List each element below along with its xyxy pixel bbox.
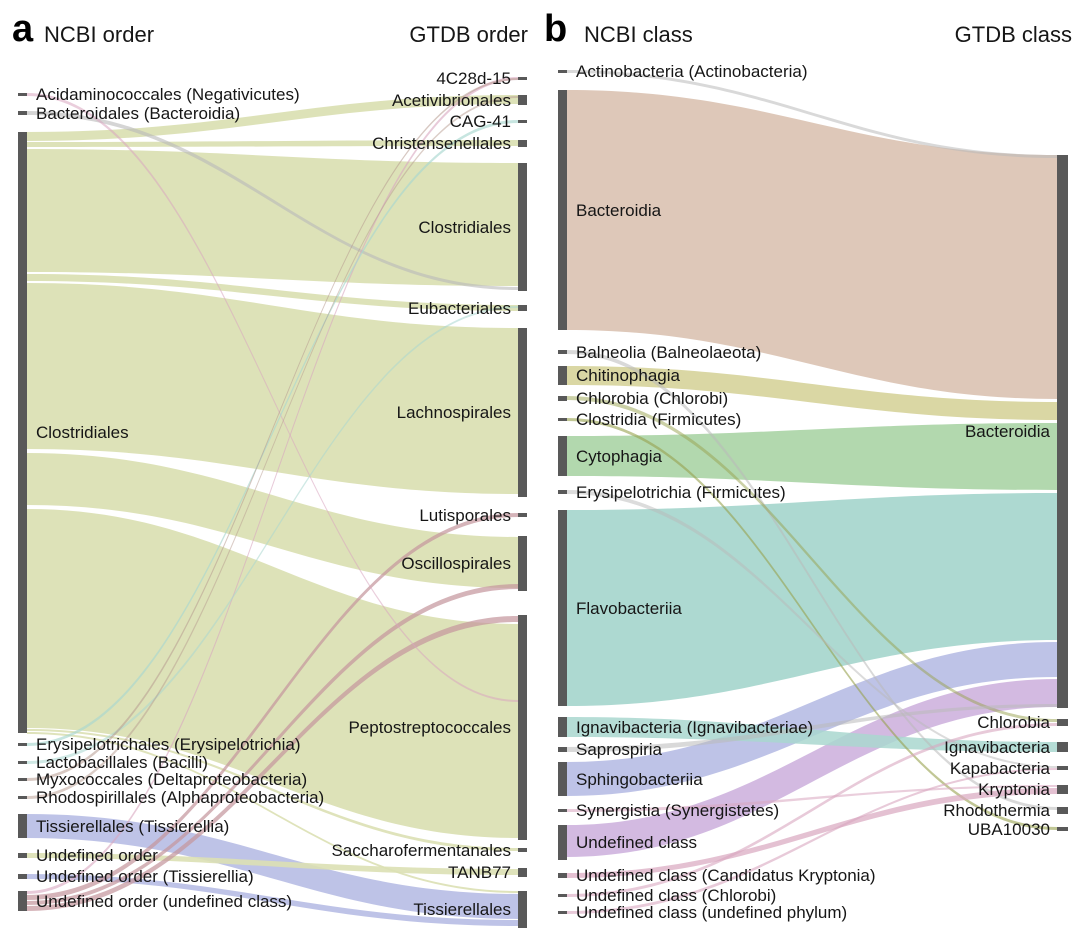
panel-b-letter: b [544,8,568,50]
node-left-tissierellales-tissierellia [18,814,27,838]
node-left-undefined-order-tissierellia [18,874,27,879]
flow-clostridia-firmicutes-to-uba10030 [567,418,1057,830]
flow-clostridiales-to-peptostreptococcales [27,509,518,838]
flow-undefined-order-undefined-class-to-4c28d-15 [27,77,518,894]
panel-b-right-header: GTDB class [954,22,1072,47]
node-right-christensenellales [518,140,527,147]
node-right-lachnospirales [518,328,527,497]
node-right-acetivibrionales [518,95,527,105]
node-right-lutisporales [518,513,527,517]
node-right-peptostreptococcales [518,615,527,840]
node-left-undefined-class-undefined-phylum [558,911,567,914]
panel-a-left-header: NCBI order [44,22,155,47]
node-right-tanb77 [518,868,527,877]
flow-undefined-class-to-bacteroidia [567,679,1057,857]
node-left-clostridiales [18,132,27,733]
flow-synergistia-synergistetes-to-kryptonia [567,785,1057,812]
node-left-bacteroidia [558,90,567,330]
flow-erysipelotrichales-erysipelotrichia-to-cag-41 [27,120,518,746]
flow-clostridiales-to-christensenellales [27,140,518,147]
flow-chitinophagia-to-bacteroidia [567,366,1057,420]
flow-ignavibacteria-ignavibacteriae-to-ignavibacteria [567,717,1057,752]
node-right-rhodothermia [1057,807,1068,814]
node-right-kryptonia [1057,785,1068,794]
flow-myxococcales-deltaproteobacteria-to-4c28d-15 [27,78,518,781]
node-left-clostridia-firmicutes [558,418,567,421]
flow-cytophagia-to-bacteroidia [567,423,1057,490]
node-right-bacteroidia [1057,155,1068,708]
node-left-chlorobia-chlorobi [558,396,567,401]
node-left-rhodospirillales-alphaproteobacteria [18,796,27,799]
panel-a-letter: a [12,8,34,50]
node-left-saprospiria [558,747,567,752]
flow-clostridiales-to-tissierellales [27,732,518,893]
flow-balneolia-balneolaeota-to-rhodothermia [567,350,1057,810]
node-left-ignavibacteria-ignavibacteriae [558,717,567,737]
flow-bacteroidia-to-bacteroidia [567,90,1057,399]
node-left-erysipelotrichia-firmicutes [558,490,567,494]
flow-acidaminococcales-negativicutes-to-peptostreptococcales [27,93,518,702]
node-left-synergistia-synergistetes [558,809,567,812]
node-left-myxococcales-deltaproteobacteria [18,778,27,781]
panel-b-left-header: NCBI class [584,22,693,47]
node-right-cag-41 [518,120,527,123]
flow-undefined-class-candidatus-kryptonia-to-kryptonia [567,788,1057,878]
flow-clostridiales-to-lachnospirales [27,283,518,494]
node-right-uba10030 [1057,827,1068,831]
flow-sphingobacteriia-to-bacteroidia [567,642,1057,796]
node-left-actinobacteria-actinobacteria [558,70,567,73]
node-left-chitinophagia [558,366,567,385]
panel-a-right-header: GTDB order [409,22,528,47]
flow-undefined-order-undefined-class-to-lutisporales [27,513,518,900]
flow-clostridiales-to-eubacteriales [27,274,518,311]
node-left-cytophagia [558,436,567,476]
node-left-lactobacillales-bacilli [18,761,27,764]
flow-saprospiria-to-bacteroidia [567,704,1057,752]
flow-undefined-order-undefined-class-to-oscillospirales [27,584,518,905]
node-left-flavobacteriia [558,510,567,706]
node-right-chlorobia [1057,719,1068,726]
node-right-saccharofermentanales [518,848,527,852]
flow-bacteroidales-bacteroidia-to-clostridiales [27,111,518,290]
flow-rhodospirillales-alphaproteobacteria-to-acetivibrionales [27,96,518,799]
flow-undefined-class-chlorobi-to-chlorobia [567,723,1057,897]
flow-clostridiales-to-oscillospirales [27,453,518,588]
flow-clostridiales-to-clostridiales [27,149,518,286]
flow-actinobacteria-actinobacteria-to-bacteroidia [567,70,1057,158]
node-left-undefined-order [18,853,27,858]
node-right-kapabacteria [1057,766,1068,770]
node-left-bacteroidales-bacteroidia [18,111,27,115]
node-right-4c28d-15 [518,77,527,80]
node-left-erysipelotrichales-erysipelotrichia [18,743,27,746]
node-left-undefined-class-chlorobi [558,894,567,897]
flow-clostridiales-to-saccharofermentanales [27,729,518,851]
node-right-tissierellales [518,891,527,928]
flow-erysipelotrichia-firmicutes-to-kapabacteria [567,490,1057,768]
node-left-undefined-class [558,825,567,860]
flow-clostridiales-to-acetivibrionales [27,95,518,141]
node-left-acidaminococcales-negativicutes [18,93,27,96]
node-right-clostridiales [518,163,527,291]
node-right-eubacteriales [518,305,527,311]
flow-flavobacteriia-to-bacteroidia [567,493,1057,706]
flow-undefined-order-to-tanb77 [27,853,518,875]
flow-lactobacillales-bacilli-to-eubacteriales [27,306,518,764]
flow-undefined-order-tissierellia-to-tissierellales [27,874,518,926]
node-right-ignavibacteria [1057,742,1068,752]
flow-undefined-class-undefined-phylum-to-kapabacteria [567,768,1057,914]
node-left-sphingobacteriia [558,762,567,796]
node-left-balneolia-balneolaeota [558,350,567,354]
node-left-undefined-class-candidatus-kryptonia [558,873,567,878]
flow-chlorobia-chlorobi-to-chlorobia [567,396,1057,722]
node-right-oscillospirales [518,536,527,591]
node-left-undefined-order-undefined-class [18,891,27,911]
flow-undefined-order-undefined-class-to-peptostreptococcales [27,616,518,911]
